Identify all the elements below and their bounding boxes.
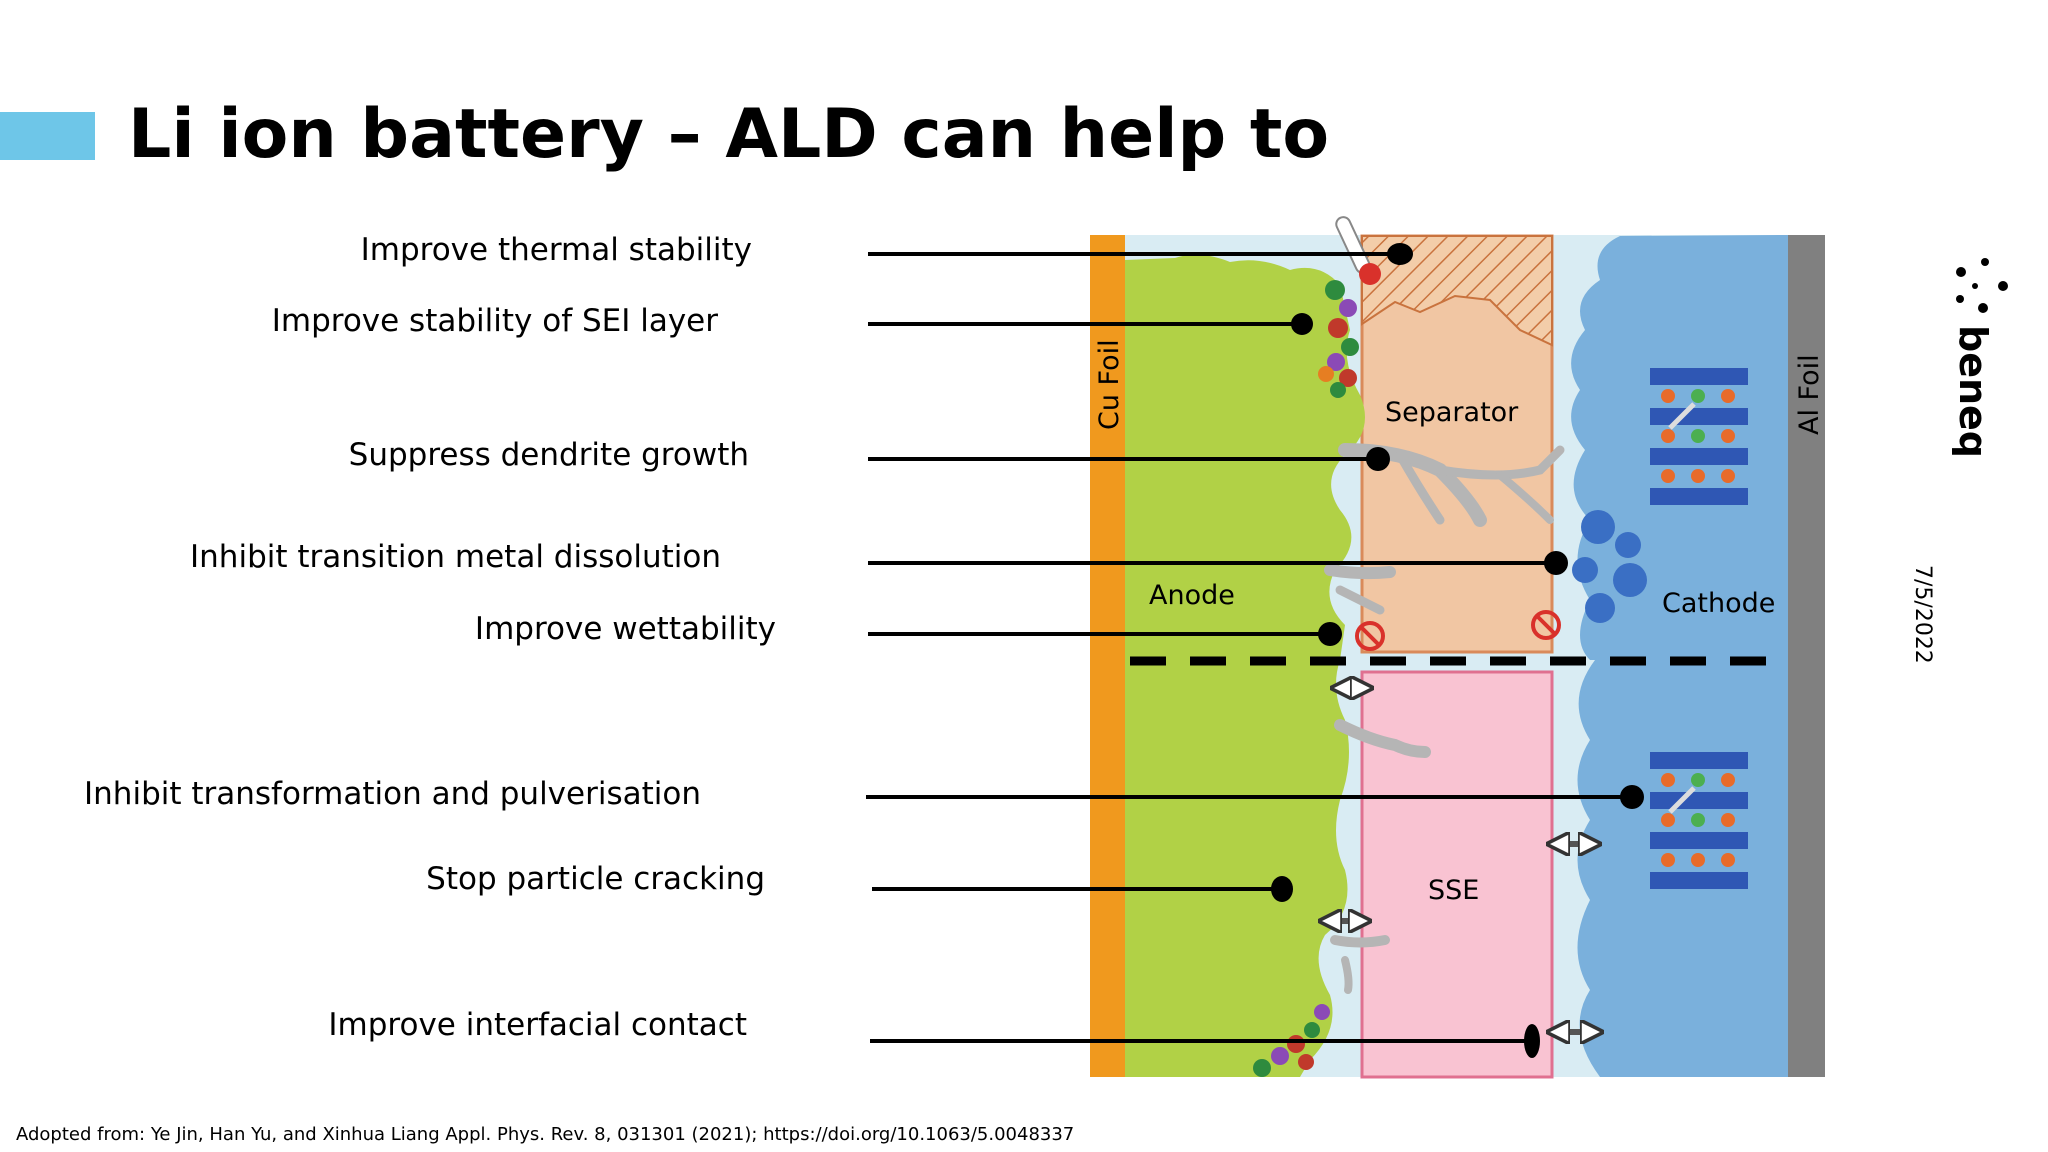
cu-foil — [1090, 235, 1125, 1077]
separator-label: Separator — [1385, 397, 1519, 428]
label-pulverisation: Inhibit transformation and pulverisation — [84, 776, 701, 812]
separator-hot-zone — [1361, 235, 1553, 347]
label-dendrite: Suppress dendrite growth — [348, 437, 749, 473]
label-tm-dissolution: Inhibit transition metal dissolution — [190, 539, 721, 575]
slide-title: Li ion battery – ALD can help to — [128, 95, 1330, 174]
endpoint-thermal — [1387, 243, 1413, 265]
sei-granules-bottom — [1253, 1004, 1330, 1077]
cathode-lattice-bottom — [1650, 752, 1748, 889]
endpoint-cracking — [1271, 876, 1293, 902]
cathode-lattice-top — [1650, 368, 1748, 505]
cathode-region — [1571, 235, 1788, 1077]
title-accent-bar — [0, 112, 95, 160]
beneq-logo: beneq — [1951, 258, 2008, 458]
logo-text: beneq — [1951, 325, 1995, 458]
cu-foil-label: Cu Foil — [1094, 339, 1125, 430]
al-foil-label: Al Foil — [1794, 354, 1825, 435]
endpoint-sei — [1291, 313, 1313, 335]
endpoint-pulverisation — [1620, 785, 1644, 809]
thermometer-icon — [1335, 216, 1381, 285]
citation: Adopted from: Ye Jin, Han Yu, and Xinhua… — [16, 1124, 1075, 1145]
cathode-particles — [1572, 510, 1647, 623]
callout-endpoints — [1271, 243, 1644, 1058]
label-thermal: Improve thermal stability — [360, 232, 752, 268]
cathode-label: Cathode — [1662, 588, 1775, 619]
anode-label: Anode — [1149, 580, 1235, 611]
al-foil — [1788, 235, 1825, 1077]
endpoint-dendrite — [1366, 447, 1390, 471]
callout-leaders — [866, 252, 1632, 1043]
label-contact: Improve interfacial contact — [328, 1007, 747, 1043]
sei-granules-top — [1318, 280, 1359, 398]
label-wettability: Improve wettability — [474, 611, 776, 647]
slide-date: 7/5/2022 — [1910, 565, 1935, 664]
label-cracking: Stop particle cracking — [426, 861, 765, 897]
prohibition-icon-left — [1355, 621, 1385, 651]
interface-arrows — [1330, 688, 1592, 1032]
label-sei: Improve stability of SEI layer — [271, 303, 718, 339]
endpoint-contact — [1524, 1024, 1540, 1058]
endpoint-tm — [1544, 551, 1568, 575]
sse-label: SSE — [1428, 875, 1479, 906]
endpoint-wettability — [1318, 622, 1342, 646]
prohibition-icon-right — [1531, 610, 1561, 640]
